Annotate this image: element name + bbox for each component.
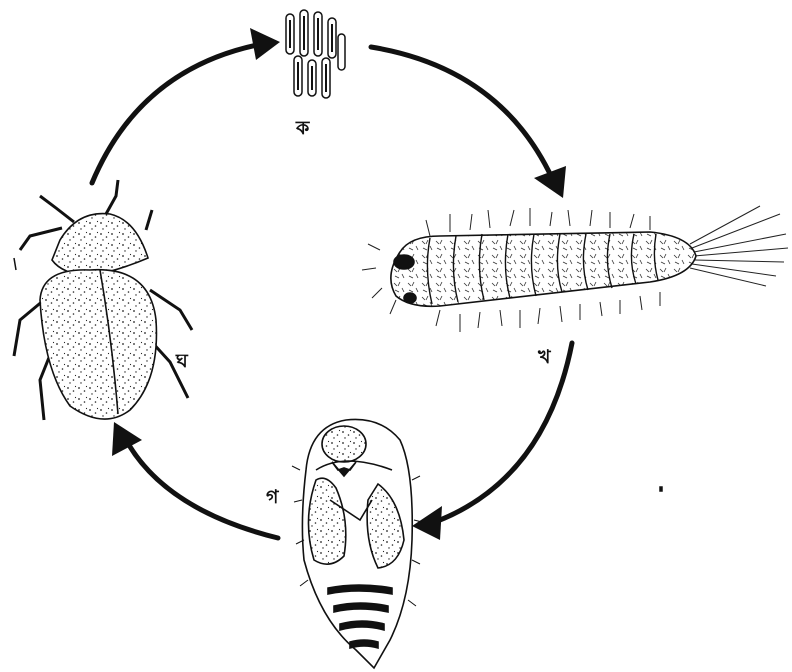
arrow-adult-to-egg xyxy=(92,44,262,183)
larva xyxy=(362,206,788,332)
larva-stage-label: খ xyxy=(538,348,550,367)
arrow-larva-to-pupa xyxy=(435,343,572,522)
adult-beetle xyxy=(14,180,192,420)
arrowhead-to-egg xyxy=(250,28,280,60)
arrowhead-to-adult xyxy=(112,422,142,456)
egg-stage-label: ক xyxy=(296,119,309,138)
beetle-pronotum xyxy=(52,214,148,276)
beetle-elytra xyxy=(40,270,156,419)
pupa-stage-label: গ xyxy=(266,488,278,507)
arrowhead-to-pupa xyxy=(412,506,442,540)
larva-head-spot xyxy=(394,255,414,269)
larva-body xyxy=(391,232,696,306)
arrow-pupa-to-adult xyxy=(126,440,278,538)
egg-cluster xyxy=(286,10,345,98)
pupa xyxy=(292,419,422,668)
pupa-head xyxy=(322,426,366,462)
adult-stage-label: ঘ xyxy=(176,352,188,371)
larva-tail-bristles xyxy=(690,206,788,286)
arrow-egg-to-larva xyxy=(371,47,552,178)
